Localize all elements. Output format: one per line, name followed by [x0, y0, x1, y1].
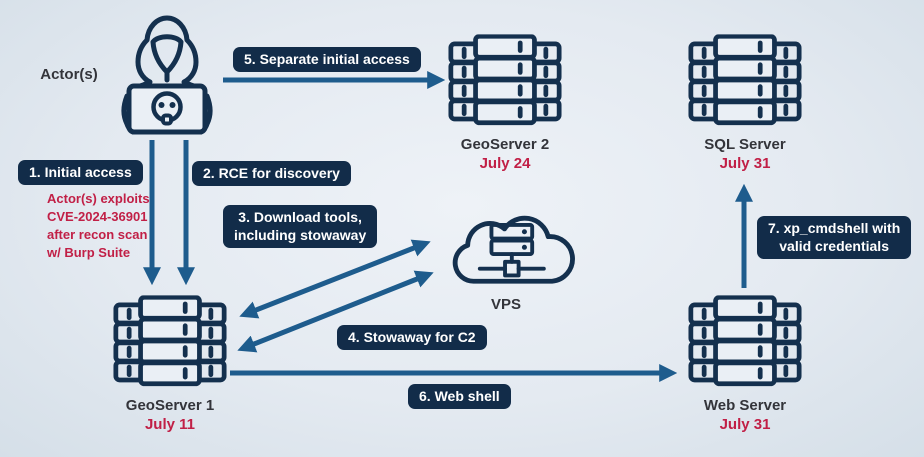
annotation-line4: w/ Burp Suite	[47, 245, 131, 260]
node-name: GeoServer 1	[125, 397, 215, 414]
node-name: GeoServer 2	[460, 136, 550, 153]
cloud-server-icon	[433, 192, 579, 289]
annotation-line1: Actor(s) exploits	[47, 191, 150, 206]
server-rack-icon	[113, 295, 227, 387]
node-name: SQL Server	[704, 136, 786, 153]
server-rack-icon	[448, 34, 562, 126]
step-5-separate-initial-access: 5. Separate initial access	[233, 47, 421, 72]
step-6-web-shell: 6. Web shell	[408, 384, 511, 409]
exploit-annotation: Actor(s) exploits CVE-2024-36901 after r…	[47, 190, 150, 262]
actor-label: Actor(s)	[40, 66, 98, 83]
annotation-line3: after recon scan	[47, 227, 148, 242]
node-sqlserver: SQL Server July 31	[688, 34, 802, 172]
hacker-laptop-skull-icon	[112, 10, 222, 138]
server-rack-icon	[688, 295, 802, 387]
node-webserver: Web Server July 31	[688, 295, 802, 433]
step-4-stowaway-c2: 4. Stowaway for C2	[337, 325, 487, 350]
step-3-download-tools: 3. Download tools, including stowaway	[223, 205, 378, 248]
step-7-line2: valid credentials	[779, 238, 889, 254]
node-geoserver2: GeoServer 2 July 24	[448, 34, 562, 172]
step-2-rce-discovery: 2. RCE for discovery	[192, 161, 351, 186]
node-name: Web Server	[703, 397, 787, 414]
server-rack-icon	[688, 34, 802, 126]
arrow-stowaway-c2	[237, 270, 434, 353]
node-geoserver1: GeoServer 1 July 11	[113, 295, 227, 433]
node-date: July 24	[479, 155, 531, 172]
step-1-initial-access: 1. Initial access	[18, 160, 143, 185]
step-7-xp-cmdshell: 7. xp_cmdshell with valid credentials	[757, 216, 912, 259]
step-3-line1: 3. Download tools,	[238, 209, 362, 225]
node-name: VPS	[490, 296, 521, 313]
step-7-line1: 7. xp_cmdshell with	[768, 220, 901, 236]
annotation-line2: CVE-2024-36901	[47, 209, 148, 224]
arrow-download-tools	[239, 239, 431, 319]
node-date: July 11	[144, 416, 196, 433]
node-date: July 31	[719, 416, 771, 433]
node-date: July 31	[719, 155, 771, 172]
node-vps: VPS	[433, 192, 579, 313]
step-3-line2: including stowaway	[234, 227, 367, 243]
